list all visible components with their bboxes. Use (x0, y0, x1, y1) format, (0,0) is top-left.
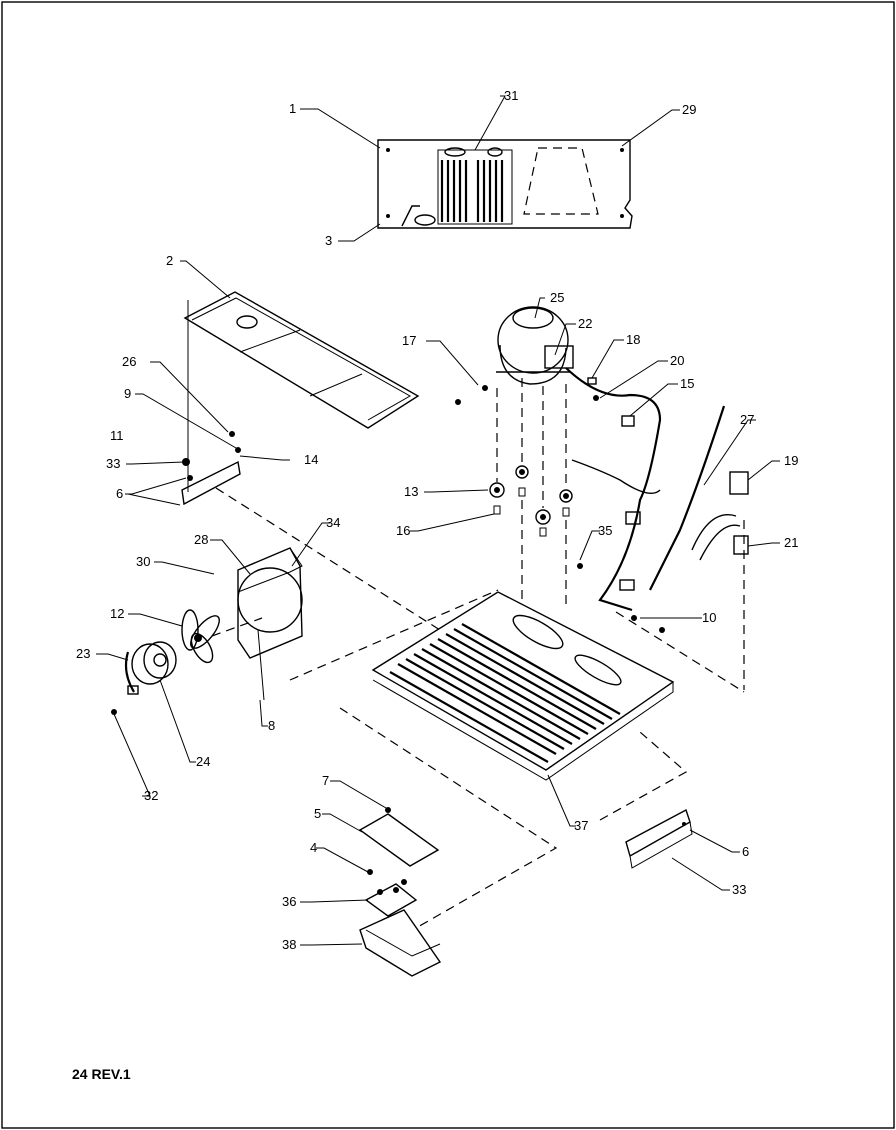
relay-parts (587, 377, 635, 427)
part-label-29: 29 (682, 102, 696, 117)
part-label-6: 6 (116, 486, 123, 501)
part-label-28: 28 (194, 532, 208, 547)
part-label-7: 7 (322, 773, 329, 788)
part-label-38: 38 (282, 937, 296, 952)
grommet-set (489, 378, 573, 610)
part-label-34: 34 (326, 515, 340, 530)
part-label-24: 24 (196, 754, 210, 769)
part-label-33: 33 (106, 456, 120, 471)
part-label-2: 2 (166, 253, 173, 268)
compressor (455, 306, 574, 405)
thermostat-parts (729, 471, 749, 690)
fan-motor (111, 641, 177, 715)
part-label-8: 8 (268, 718, 275, 733)
part-label-14: 14 (304, 452, 318, 467)
part-label-26: 26 (122, 354, 136, 369)
part-label-35: 35 (598, 523, 612, 538)
part-label-15: 15 (680, 376, 694, 391)
part-label-18: 18 (626, 332, 640, 347)
part-label-31: 31 (504, 88, 518, 103)
part-label-27: 27 (740, 412, 754, 427)
fan-shroud (237, 547, 303, 659)
part-label-30: 30 (136, 554, 150, 569)
part-label-12: 12 (110, 606, 124, 621)
part-label-33-right: 33 (732, 882, 746, 897)
part-label-36: 36 (282, 894, 296, 909)
diagram-caption: 24 REV.1 (72, 1066, 131, 1082)
part-label-10: 10 (702, 610, 716, 625)
fan-blade (181, 609, 220, 664)
part-label-1: 1 (289, 101, 296, 116)
part-label-20: 20 (670, 353, 684, 368)
part-label-19: 19 (784, 453, 798, 468)
lower-bracket-assembly (339, 707, 558, 977)
part-label-11: 11 (110, 428, 124, 443)
drip-tray (183, 291, 420, 429)
part-label-6-right: 6 (742, 844, 749, 859)
right-bracket (625, 808, 693, 869)
part-label-25: 25 (550, 290, 564, 305)
part-label-23: 23 (76, 646, 90, 661)
part-label-9: 9 (124, 386, 131, 401)
wiring-harness (565, 367, 741, 612)
left-bracket (181, 300, 241, 506)
part-label-32: 32 (144, 788, 158, 803)
part-label-17: 17 (402, 333, 416, 348)
condenser-cover-panel (377, 139, 633, 229)
part-label-3: 3 (325, 233, 332, 248)
part-label-21: 21 (784, 535, 798, 550)
part-label-4: 4 (310, 840, 317, 855)
part-label-37: 37 (574, 818, 588, 833)
part-label-5: 5 (314, 806, 321, 821)
part-label-22: 22 (578, 316, 592, 331)
condenser-base (371, 591, 675, 781)
part-label-13: 13 (404, 484, 418, 499)
part-label-16: 16 (396, 523, 410, 538)
